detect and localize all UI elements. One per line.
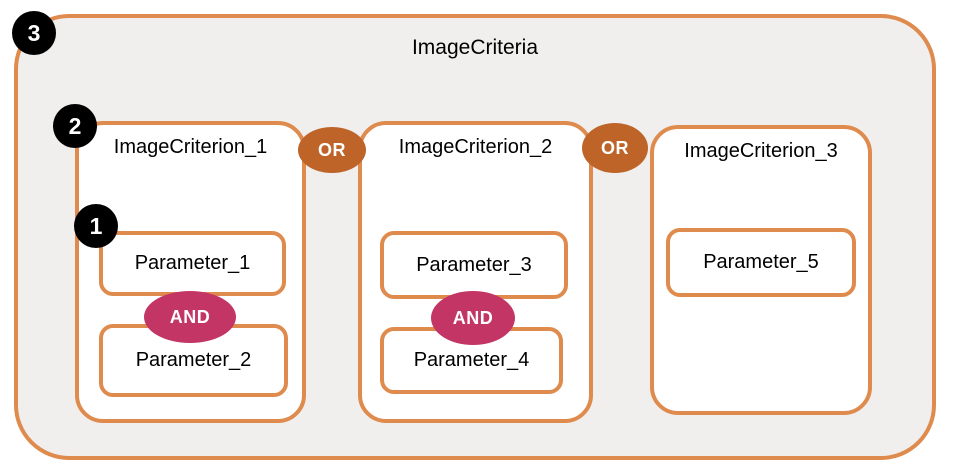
step-badge-3: 3	[12, 11, 56, 55]
imagecriterion-3-box: ImageCriterion_3 Parameter_5	[650, 125, 872, 415]
step-badge-1: 1	[74, 204, 118, 248]
parameter-1-box: Parameter_1	[99, 231, 286, 296]
diagram-title: ImageCriteria	[411, 36, 539, 59]
imagecriterion-1-box: ImageCriterion_1 Parameter_1 AND Paramet…	[75, 121, 306, 423]
step-badge-2: 2	[53, 104, 97, 148]
imagecriterion-2-box: ImageCriterion_2 Parameter_3 AND Paramet…	[358, 121, 593, 423]
parameter-5-box: Parameter_5	[666, 228, 856, 297]
imagecriterion-1-label: ImageCriterion_1	[113, 136, 268, 158]
or-connector-2: OR	[582, 123, 648, 173]
imagecriterion-3-label: ImageCriterion_3	[684, 140, 838, 162]
parameter-3-box: Parameter_3	[380, 231, 568, 299]
or-connector-1: OR	[298, 127, 366, 173]
and-connector-2: AND	[431, 291, 515, 345]
imagecriterion-2-label: ImageCriterion_2	[398, 136, 553, 158]
and-connector-1: AND	[144, 291, 236, 343]
